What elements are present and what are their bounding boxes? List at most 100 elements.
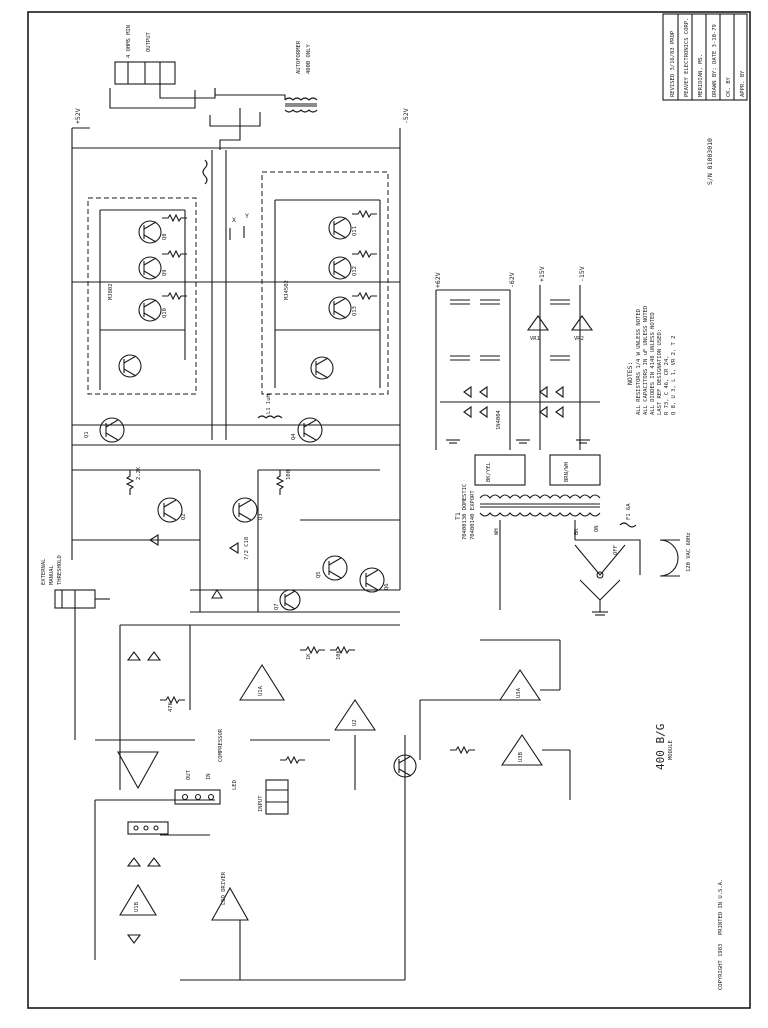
switch-on-label: ON <box>594 525 600 532</box>
rail-neg52: -52V <box>402 108 410 124</box>
drawing-number: S/N 81003010 <box>706 138 714 185</box>
printed-label: PRINTED IN U.S.A. <box>718 879 724 935</box>
part-c18: 7/2 C18 <box>244 537 250 560</box>
module-sub: MODULE <box>668 740 674 760</box>
notes-header: NOTES: <box>626 362 634 385</box>
note-line-1: ALL RESISTORS 1/4 W UNLESS NOTED <box>636 309 642 415</box>
title-row1: REVISED 3/16/83 PROP <box>670 30 676 97</box>
output-label: OUTPUT <box>146 31 152 52</box>
vr2-label: VR2 <box>574 336 584 342</box>
autoformer-label: AUTOFORMER <box>296 40 302 74</box>
driver-stage <box>72 417 400 612</box>
part-r-22k: 2.2K <box>136 466 142 480</box>
part-q7: Q7 <box>274 603 280 610</box>
output-section: OUTPUT 4 OHMS MIN AUTOFORMER 400B ONLY <box>109 25 318 150</box>
ac-line-input: F1 6A ON OFF 120 VAC 60Hz <box>574 503 692 616</box>
note-line-3: ALL DIODES IN 4148 UNLESS NOTED <box>650 312 656 415</box>
t1-part-export: 70400140 EXPORT <box>470 490 476 540</box>
part-q2: Q2 <box>181 513 187 520</box>
title-row2: PEAVEY ELECTRONICS CORP. <box>684 18 690 97</box>
output-stage-right: MJ4502 <box>261 171 389 395</box>
part-q3: Q3 <box>258 513 264 520</box>
title-row6: APPR. BY <box>740 70 746 97</box>
sheet-border <box>27 11 751 1009</box>
part-q13: Q13 <box>352 306 358 316</box>
axis-y-label: Y <box>245 212 249 220</box>
bias-section: X Y L1 1uH <box>202 150 283 440</box>
external-label: EXTERNAL <box>41 558 47 585</box>
module-label: 400 B/G <box>654 724 667 770</box>
compressor-switch: COMPRESSOR OUT IN LED <box>174 728 238 805</box>
part-q11: Q11 <box>352 226 358 236</box>
threshold-label: THRESHOLD <box>57 555 63 585</box>
t1-name: T1 <box>454 512 462 520</box>
opamp-u1c <box>211 886 249 921</box>
fuse-label: F1 6A <box>626 503 632 520</box>
output-stage-left: MJ802 <box>87 197 197 395</box>
part-q5: Q5 <box>316 571 322 578</box>
t1-part-domestic: 70400130 DOMESTIC <box>462 484 468 540</box>
title-row5: CK. BY <box>726 76 732 97</box>
power-rails: +52V -52V <box>71 108 410 613</box>
part-r-47k: 47K <box>168 701 174 712</box>
inductor-label: L1 1uH <box>266 394 272 414</box>
compressor-in-label: IN <box>206 773 212 780</box>
part-q10: Q10 <box>162 308 168 318</box>
transformer-t1: T1 70400130 DOMESTIC 70400140 EXPORT BK/… <box>454 454 601 610</box>
note-line-5: R 73, C 46, CR 24, <box>664 355 670 415</box>
copyright-label: COPYRIGHT 1983 <box>718 944 724 990</box>
note-line-6: Q 8, U 3, L 1, VR 2, T 2 <box>671 336 677 415</box>
part-r-100: 100 <box>286 470 292 480</box>
switch-off-label: OFF <box>613 545 619 555</box>
rail-pos62: +62V <box>434 272 442 288</box>
part-u1b: U1B <box>134 901 140 912</box>
header-connector: LED DRIVER <box>127 821 227 905</box>
compressor-label: COMPRESSOR <box>218 728 224 762</box>
part-q9: Q9 <box>162 269 168 276</box>
input-jack: INPUT <box>258 779 289 815</box>
part-u3b: U3B <box>518 751 524 762</box>
input-label: INPUT <box>258 795 264 812</box>
axis-x-label: X <box>232 216 236 224</box>
output-left-part: MJ802 <box>108 283 114 300</box>
opamp-u2-a <box>239 663 285 701</box>
autoformer-note: 400B ONLY <box>306 44 312 74</box>
vr1-label: VR1 <box>530 336 540 342</box>
opamp-u3b <box>500 734 544 766</box>
note-line-2: ALL CAPACITORS IN uF UNLESS NOTED <box>643 306 649 415</box>
part-q8: Q8 <box>162 233 168 240</box>
title-row4: DRAWN BY: DATE 3-10-79 <box>712 24 718 97</box>
rail-neg62: -62V <box>508 272 516 288</box>
opamp-u1a <box>117 751 159 790</box>
speaker-label: 4 OHMS MIN <box>126 25 132 58</box>
part-q1: Q1 <box>84 431 90 438</box>
led-driver-label: LED DRIVER <box>221 871 227 905</box>
t1-sec-2: BRN/WH <box>564 462 570 482</box>
part-designators: Q1 Q2 Q3 Q4 Q5 Q6 Q7 Q8 Q9 Q10 Q11 Q12 Q… <box>84 226 524 912</box>
part-q12: Q12 <box>352 266 358 276</box>
threshold-jack: EXTERNAL MANUAL THRESHOLD <box>41 555 110 740</box>
input-section <box>94 624 571 981</box>
title-block: REVISED 3/16/83 PROP PEAVEY ELECTRONICS … <box>662 13 748 101</box>
compressor-out-label: OUT <box>186 769 192 780</box>
t1-sec-3: WH <box>494 528 500 535</box>
part-u1a: U1A <box>258 685 264 696</box>
part-r-1k: 1K <box>306 653 312 660</box>
rail-pos52: +52V <box>74 108 82 124</box>
part-u2: U2 <box>352 719 358 726</box>
opamp-u2-b <box>333 699 377 731</box>
led-label: LED <box>232 780 238 790</box>
t1-sec-1: BK/YEL <box>486 461 492 482</box>
power-supply: +62V -62V +15V -15V VR1 VR2 <box>434 266 600 450</box>
part-r-10k: 10K <box>336 649 342 660</box>
manual-label: MANUAL <box>49 564 55 585</box>
ac-line-label: 120 VAC 60Hz <box>686 532 692 572</box>
note-line-4: LAST REF DESIGNATION USED: <box>657 329 663 415</box>
part-u3a: U3A <box>516 687 522 698</box>
part-q4: Q4 <box>291 433 297 440</box>
title-row3: MERIDIAN, MS. <box>698 54 704 97</box>
part-q6: Q6 <box>384 583 390 590</box>
opamp-u1b <box>119 883 157 916</box>
